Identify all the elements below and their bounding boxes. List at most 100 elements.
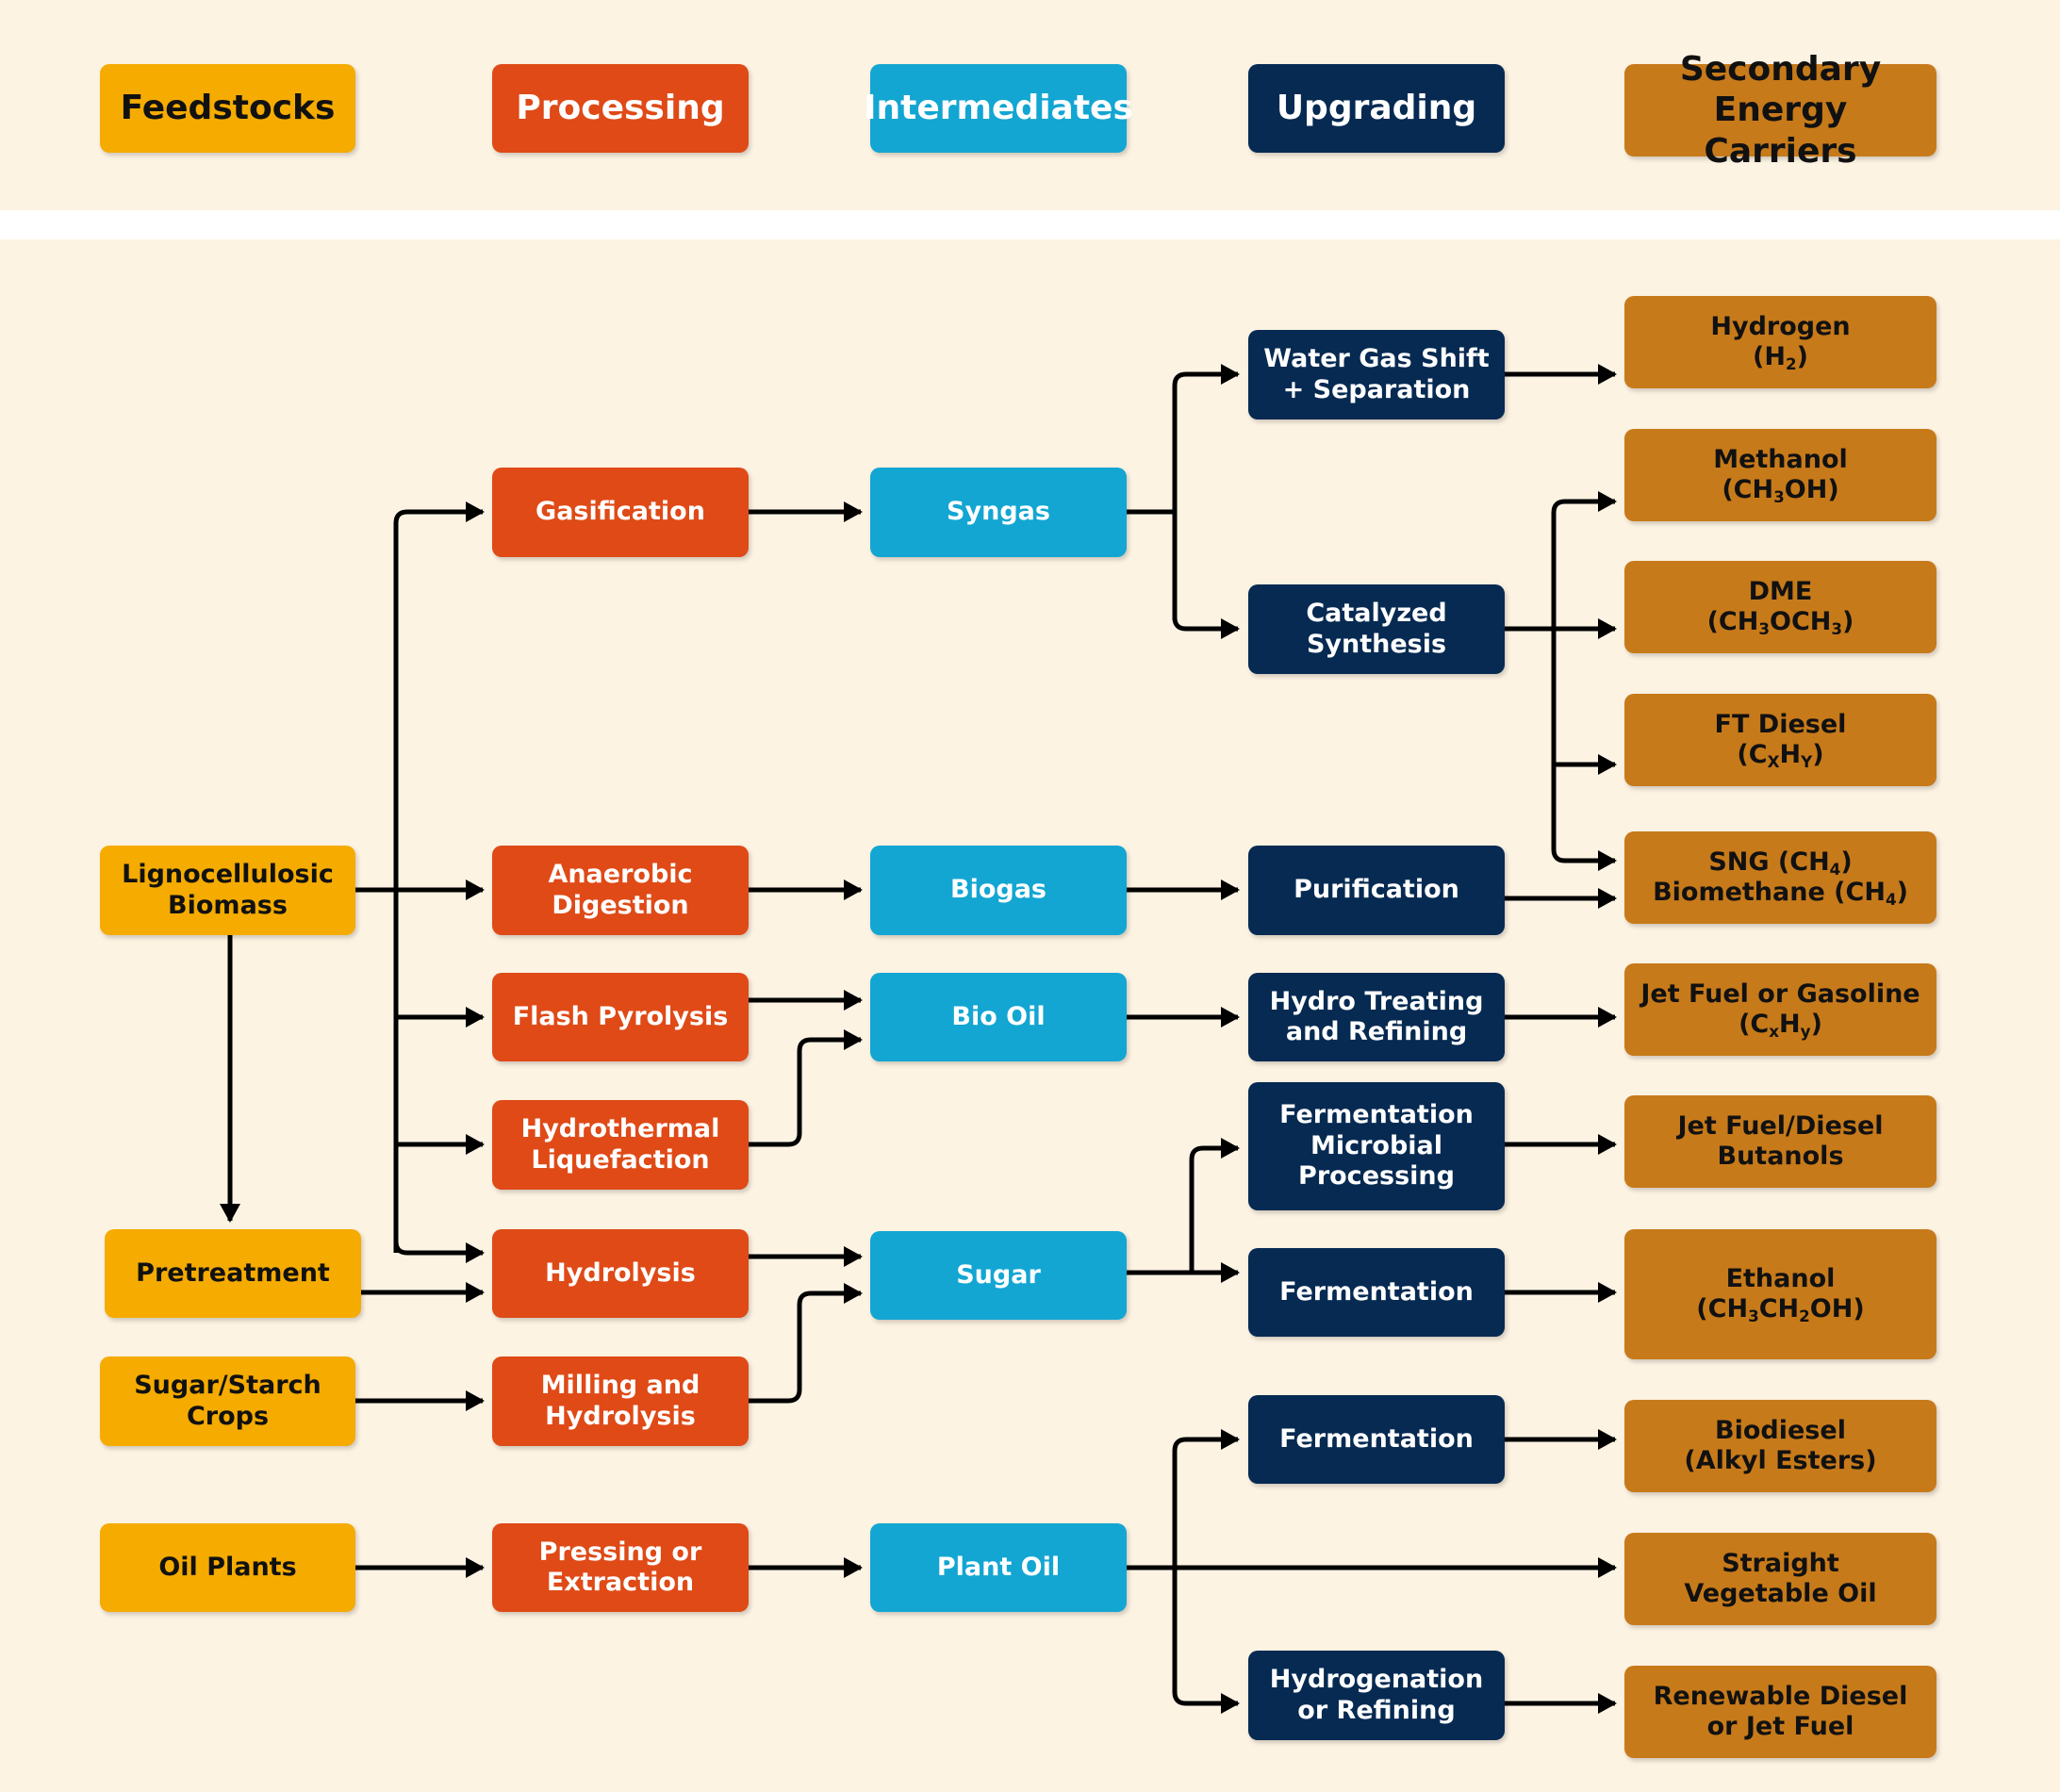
connector-catalyzed-ftdiesel — [1551, 629, 1617, 775]
node-renewable-diesel: Renewable Diesel or Jet Fuel — [1624, 1666, 1936, 1758]
node-label: Purification — [1294, 875, 1459, 905]
connector-plantoil-fermentation — [1172, 1429, 1240, 1568]
node-pressing-extraction: Pressing or Extraction — [492, 1523, 749, 1612]
carrier-formula: (H2) — [1753, 342, 1808, 374]
carrier-formula: Biomethane (CH4) — [1653, 878, 1908, 910]
node-hydrolysis: Hydrolysis — [492, 1229, 749, 1318]
node-label: Flash Pyrolysis — [512, 1001, 729, 1031]
node-label: Catalyzed Synthesis — [1306, 599, 1447, 659]
node-water-gas-shift: Water Gas Shift + Separation — [1248, 330, 1505, 419]
node-sng-biomethane: SNG (CH4) Biomethane (CH4) — [1624, 831, 1936, 924]
node-hydrogenation-refining: Hydrogenation or Refining — [1248, 1651, 1505, 1740]
carrier-formula: (CH3OH) — [1722, 475, 1839, 507]
connector-sugar-microbial — [1189, 1138, 1240, 1273]
node-lignocellulosic-biomass: Lignocellulosic Biomass — [100, 846, 355, 935]
node-syngas: Syngas — [870, 468, 1127, 557]
header-intermediates-label: Intermediates — [864, 89, 1133, 128]
node-hydrothermal-liquefaction: Hydrothermal Liquefaction — [492, 1100, 749, 1190]
node-label: Gasification — [536, 497, 705, 527]
connector-milling-sugar — [749, 1283, 863, 1404]
node-biogas: Biogas — [870, 846, 1127, 935]
carrier-formula-block: Ethanol (CH3CH2OH) — [1696, 1264, 1864, 1325]
connector-plantoil-hydrogenation — [1172, 1568, 1240, 1714]
node-label: Hydrolysis — [545, 1258, 696, 1288]
node-methanol: Methanol (CH3OH) — [1624, 429, 1936, 521]
header-divider — [0, 210, 2060, 239]
carrier-formula-block: DME (CH3OCH3) — [1707, 577, 1854, 638]
node-gasification: Gasification — [492, 468, 749, 557]
node-hydro-treating: Hydro Treating and Refining — [1248, 973, 1505, 1061]
carrier-name: FT Diesel — [1714, 709, 1847, 739]
node-label: Fermentation — [1279, 1423, 1474, 1454]
node-label: Biodiesel (Alkyl Esters) — [1684, 1415, 1877, 1475]
node-sugar-starch-crops: Sugar/Starch Crops — [100, 1356, 355, 1446]
node-ethanol: Ethanol (CH3CH2OH) — [1624, 1229, 1936, 1359]
node-jet-diesel-butanols: Jet Fuel/Diesel Butanols — [1624, 1095, 1936, 1188]
node-label: Syngas — [947, 497, 1050, 527]
header-intermediates: Intermediates — [864, 64, 1133, 153]
node-biodiesel: Biodiesel (Alkyl Esters) — [1624, 1400, 1936, 1492]
node-milling-hydrolysis: Milling and Hydrolysis — [492, 1356, 749, 1446]
node-label: Biogas — [949, 875, 1046, 905]
header-processing: Processing — [492, 64, 749, 153]
node-straight-vegetable-oil: Straight Vegetable Oil — [1624, 1533, 1936, 1625]
node-label: Pressing or Extraction — [538, 1537, 702, 1597]
header-feedstocks-label: Feedstocks — [120, 89, 336, 128]
carrier-formula: (CH3OCH3) — [1706, 607, 1854, 639]
node-catalyzed-synthesis: Catalyzed Synthesis — [1248, 584, 1505, 674]
header-carriers-label: Secondary Energy Carriers — [1679, 50, 1882, 171]
node-label: Lignocellulosic Biomass — [122, 860, 334, 920]
node-dme: DME (CH3OCH3) — [1624, 561, 1936, 653]
node-label: Milling and Hydrolysis — [540, 1371, 700, 1431]
node-label: Hydrogenation or Refining — [1269, 1665, 1484, 1725]
node-fermentation-microbial: Fermentation Microbial Processing — [1248, 1082, 1505, 1210]
node-pretreatment: Pretreatment — [105, 1229, 361, 1318]
connector-syngas-watergas — [1172, 364, 1240, 620]
carrier-formula: (CH3CH2OH) — [1696, 1294, 1865, 1326]
carrier-formula-block: SNG (CH4) Biomethane (CH4) — [1653, 847, 1908, 909]
node-label: Fermentation Microbial Processing — [1279, 1100, 1474, 1192]
carrier-formula: (CXHY) — [1737, 740, 1824, 772]
node-label: Pretreatment — [136, 1258, 330, 1288]
header-upgrading-label: Upgrading — [1276, 89, 1477, 128]
carrier-formula: (CxHy) — [1739, 1010, 1822, 1042]
node-hydrogen: Hydrogen (H2) — [1624, 296, 1936, 388]
carrier-formula: SNG (CH4) — [1708, 847, 1853, 879]
node-label: Hydrothermal Liquefaction — [520, 1114, 720, 1175]
header-feedstocks: Feedstocks — [100, 64, 355, 153]
connector-catalyzed-sng — [1551, 764, 1617, 871]
connector-catalyzed-methanol — [1551, 491, 1617, 629]
carrier-name: DME — [1748, 576, 1813, 606]
node-purification: Purification — [1248, 846, 1505, 935]
node-label: Jet Fuel/Diesel Butanols — [1677, 1110, 1884, 1171]
node-label: Bio Oil — [951, 1001, 1046, 1031]
node-fermentation-oil: Fermentation — [1248, 1395, 1505, 1484]
node-label: Sugar/Starch Crops — [134, 1371, 321, 1431]
carrier-formula-block: Methanol (CH3OH) — [1713, 445, 1848, 506]
node-anaerobic-digestion: Anaerobic Digestion — [492, 846, 749, 935]
node-bio-oil: Bio Oil — [870, 973, 1127, 1061]
node-jet-fuel-gasoline: Jet Fuel or Gasoline (CxHy) — [1624, 963, 1936, 1056]
carrier-formula-block: Jet Fuel or Gasoline (CxHy) — [1640, 979, 1920, 1041]
connector-ligno-trunk — [393, 501, 485, 1253]
carrier-name: Ethanol — [1725, 1263, 1836, 1293]
node-label: Plant Oil — [936, 1552, 1061, 1582]
carrier-name: Methanol — [1713, 444, 1848, 474]
connector-hydrothermal-biooil — [749, 1029, 863, 1147]
carrier-formula-block: FT Diesel (CXHY) — [1715, 710, 1847, 771]
connector-trunk-hydrolysis — [393, 1241, 485, 1263]
header-secondary-energy-carriers: Secondary Energy Carriers — [1624, 50, 1936, 171]
node-oil-plants: Oil Plants — [100, 1523, 355, 1612]
node-label: Sugar — [956, 1259, 1041, 1290]
node-label: Fermentation — [1279, 1276, 1474, 1307]
node-label: Renewable Diesel or Jet Fuel — [1653, 1681, 1908, 1741]
node-label: Anaerobic Digestion — [548, 860, 693, 920]
node-label: Hydro Treating and Refining — [1269, 986, 1484, 1046]
node-label: Straight Vegetable Oil — [1684, 1548, 1877, 1608]
carrier-formula-block: Hydrogen (H2) — [1710, 312, 1850, 373]
header-upgrading: Upgrading — [1248, 64, 1505, 153]
header-processing-label: Processing — [516, 89, 725, 128]
node-flash-pyrolysis: Flash Pyrolysis — [492, 973, 749, 1061]
node-fermentation-sugar: Fermentation — [1248, 1248, 1505, 1337]
